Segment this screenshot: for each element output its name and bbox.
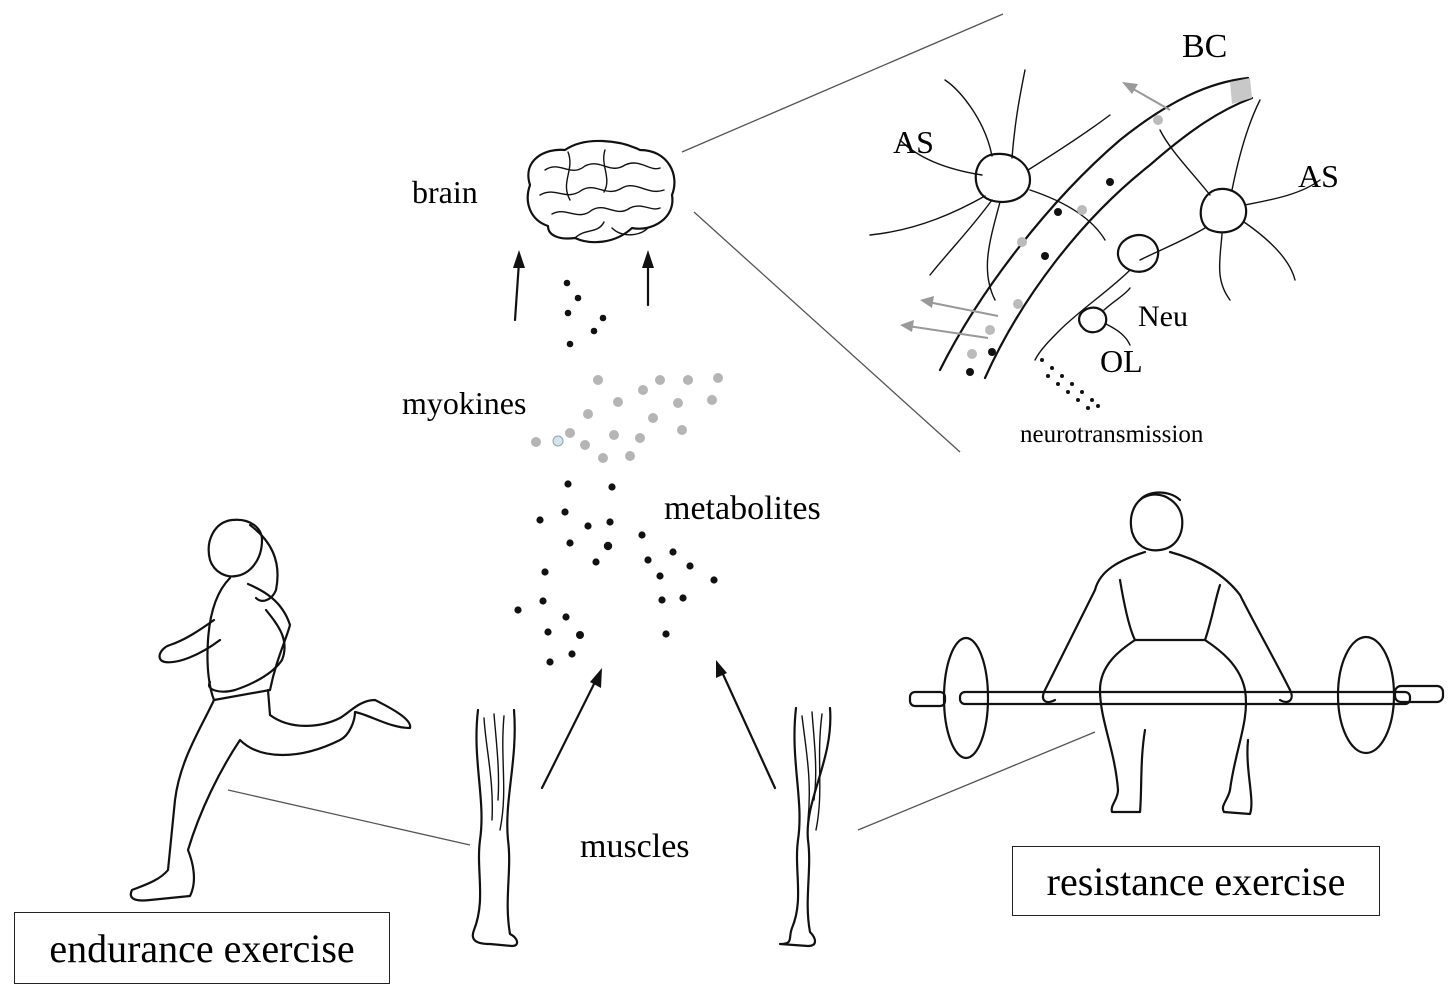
neural-cell-inset xyxy=(869,69,1321,410)
arrows-to-brain xyxy=(513,250,654,322)
myokines-label: myokines xyxy=(402,385,527,421)
astrocyte-label-right: AS xyxy=(1298,158,1339,194)
runner-guide-line xyxy=(227,789,471,846)
endurance-exercise-box: endurance exercise xyxy=(14,912,390,984)
muscles-label: muscles xyxy=(580,828,690,865)
neurotransmission-label: neurotransmission xyxy=(1020,421,1204,448)
metabolite-dots-bottom xyxy=(514,480,718,666)
resistance-exercise-box: resistance exercise xyxy=(1012,846,1380,916)
zoom-line-bottom xyxy=(693,211,961,453)
brain-icon xyxy=(526,139,676,244)
astrocyte-label-left: AS xyxy=(893,124,934,160)
weightlifter-figure xyxy=(908,491,1445,816)
bc-label: BC xyxy=(1182,28,1228,65)
arrows-from-muscles xyxy=(540,660,777,790)
lifter-guide-line xyxy=(857,731,1096,831)
myokine-dots xyxy=(531,373,723,463)
runner-figure xyxy=(129,518,412,902)
zoom-line-top xyxy=(681,13,1004,153)
metabolites-label: metabolites xyxy=(664,490,821,527)
brain-label: brain xyxy=(412,174,478,210)
oligodendrocyte-label: OL xyxy=(1100,343,1143,379)
neuron-label: Neu xyxy=(1138,300,1188,333)
leg-icon-right xyxy=(778,706,832,948)
leg-icon-left xyxy=(471,708,519,948)
metabolite-dots-top xyxy=(563,279,607,348)
